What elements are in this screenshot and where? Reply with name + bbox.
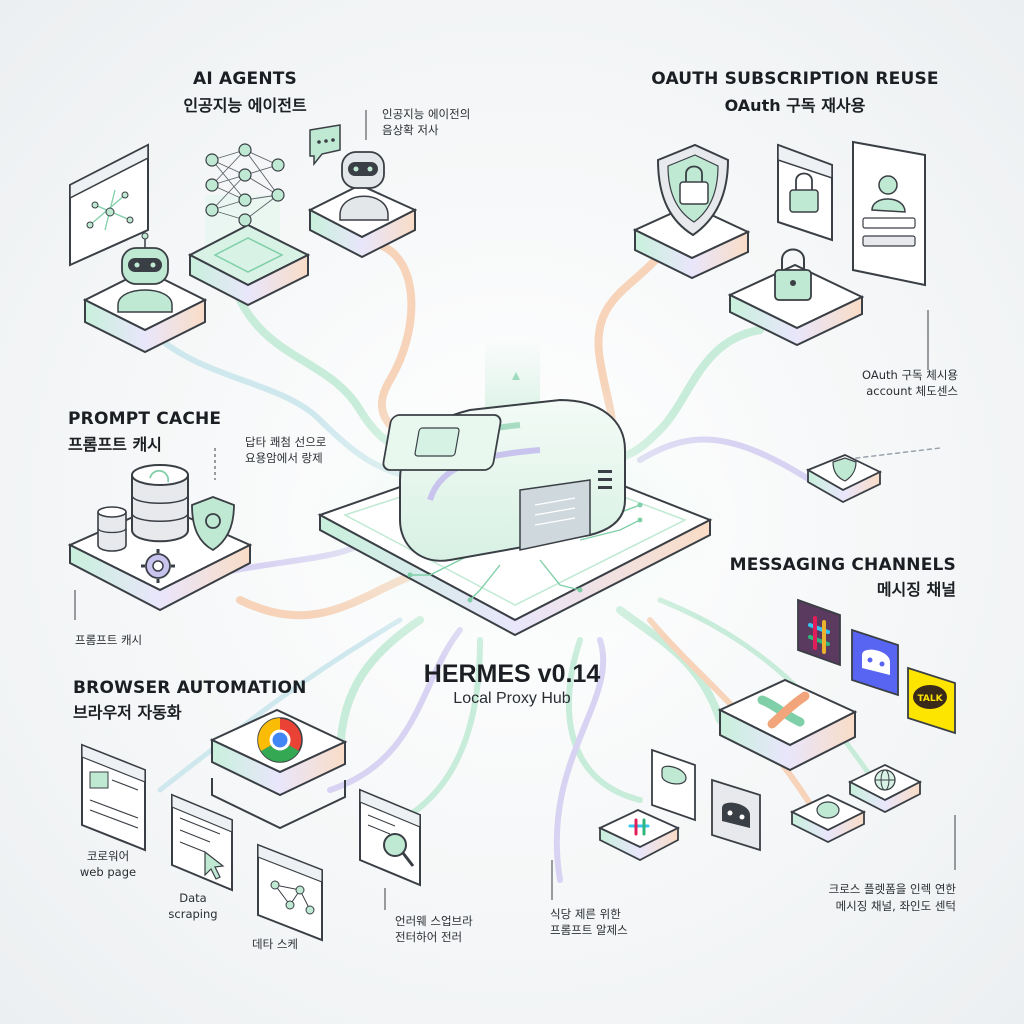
ai-agents-title-ko: 인공지능 에이전트 [183, 96, 307, 115]
oauth-title-ko: OAuth 구독 재사용 [724, 96, 866, 115]
browser-scraping-label-2: scraping [168, 907, 218, 921]
messaging-annotation-1: 크로스 플렛폼을 인렉 연한 [828, 882, 956, 896]
browser-annotation-1: 언러웨 스업브라 [395, 914, 473, 928]
oauth-annotation-1: OAuth 구독 체시용 [861, 368, 958, 382]
neural-network-icon [257, 843, 323, 942]
cursor-icon [171, 793, 233, 892]
chat-bubble-icon [789, 794, 867, 844]
central-hub [252, 340, 772, 670]
prompt-cache-title-ko: 프롬프트 캐시 [68, 435, 162, 454]
browser-bottom-label: 데타 스케 [252, 937, 298, 951]
browser-title-ko: 브라우저 자동화 [73, 703, 182, 722]
oauth-annotation-2: account 체도센스 [866, 384, 958, 398]
robot-icon [307, 151, 418, 259]
prompt-cache-title: PROMPT CACHE [68, 409, 222, 429]
ai-agents-annotation-2: 음상확 저사 [382, 123, 439, 137]
prompt-cache-label: 프롬프트 캐시 [75, 633, 143, 647]
browser-window-icon [81, 743, 146, 852]
browser-title: BROWSER AUTOMATION [73, 678, 307, 698]
messaging-title-ko: 메시징 채널 [876, 580, 956, 599]
kakaotalk-icon: TALK [907, 666, 956, 735]
browser-webpage-label-1: 코로워어 [86, 849, 130, 863]
ai-agents-annotation-1: 인공지능 에이전의 [382, 107, 471, 121]
prompt-cache-annotation-2: 요용암에서 랑제 [245, 451, 323, 465]
padlock-icon [727, 248, 865, 347]
browser-scraping-label-1: Data [179, 891, 207, 905]
slack-icon [597, 809, 681, 862]
shield-gear-icon [191, 496, 235, 552]
center-bottom-annotation-1: 식당 제른 위한 [550, 907, 621, 921]
center-bottom-annotation-2: 프롬프트 알제스 [550, 923, 628, 937]
database-icon [131, 464, 189, 543]
chrome-icon [209, 708, 348, 830]
login-form-icon [852, 140, 926, 287]
shield-lock-icon [805, 454, 883, 504]
hub-title: HERMES v0.14 [423, 660, 601, 688]
discord-icon [851, 628, 899, 697]
database-icon [97, 506, 127, 552]
browser-automation-cluster [81, 708, 421, 942]
browser-annotation-2: 전터하어 전러 [395, 930, 463, 944]
oauth-title: OAUTH SUBSCRIPTION REUSE [651, 69, 939, 89]
ai-agents-title: AI AGENTS [193, 69, 297, 89]
messaging-cluster: TALK [551, 598, 956, 900]
robot-icon [82, 232, 208, 354]
padlock-icon [777, 143, 833, 242]
hub-subtitle: Local Proxy Hub [453, 690, 571, 707]
messaging-annotation-2: 메시징 채널, 좌인도 센턱 [835, 899, 956, 913]
messaging-title: MESSAGING CHANNELS [729, 555, 956, 575]
slack-icon [797, 598, 841, 667]
chat-bubble-icon [309, 124, 341, 167]
neural-network-icon [187, 143, 311, 307]
magnifier-icon [359, 788, 421, 887]
chat-bubble-icon [651, 748, 696, 822]
gear-icon [141, 549, 175, 583]
talk-badge: TALK [917, 694, 943, 704]
browser-window-icon [69, 143, 149, 267]
browser-webpage-label-2: web page [79, 865, 137, 879]
ai-agents-cluster [69, 110, 418, 354]
oauth-cluster [632, 140, 929, 504]
shield-lock-icon [632, 143, 751, 280]
prompt-cache-cluster [67, 448, 253, 620]
prompt-cache-annotation-1: 답타 쾌첨 선으로 [245, 435, 327, 449]
globe-icon [847, 763, 923, 814]
messaging-hub-icon [717, 678, 858, 772]
discord-icon [711, 778, 761, 852]
